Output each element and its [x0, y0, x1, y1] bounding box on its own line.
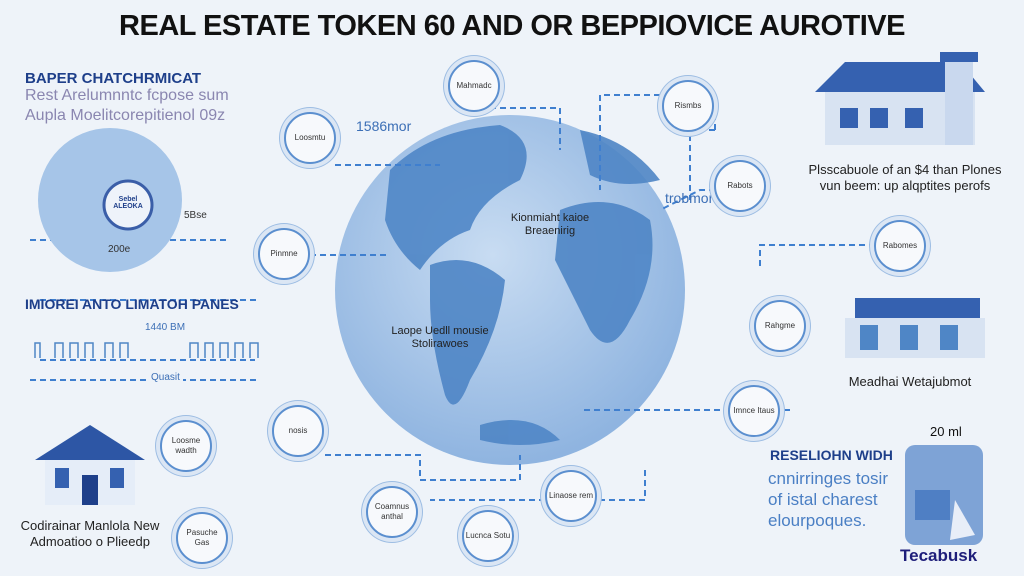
- left-top-heading: BAPER CHATCHRMICAT: [25, 70, 202, 87]
- right-bottom-heading: RESELIOHN WIDH: [770, 447, 893, 463]
- node[interactable]: Imnce Itaus: [728, 385, 780, 437]
- jar-label: 20 ml: [930, 424, 962, 439]
- mini-globe-badge: Sebel ALEOKA: [113, 196, 143, 210]
- bar-chart: [34, 342, 259, 358]
- house-illustration-bottom-left: [35, 425, 145, 505]
- jar-illustration: [905, 445, 983, 545]
- node[interactable]: Loosme wadth: [160, 420, 212, 472]
- left-top-line2: Aupla Moelitcorepitienol 09z: [25, 107, 226, 124]
- house-illustration-top: [815, 52, 985, 145]
- mini-globe-label-a: 5Bse: [184, 210, 207, 221]
- left-mid-heading: IMIOREI ANTO LIMATOH PANES: [25, 296, 239, 312]
- node[interactable]: Rahgme: [754, 300, 806, 352]
- node[interactable]: Pasuche Gas: [176, 512, 228, 564]
- right-bottom-text: cnnirringes tosir of istal charest elour…: [768, 469, 888, 530]
- node[interactable]: nosis: [272, 405, 324, 457]
- building-illustration-right: [845, 298, 985, 358]
- node[interactable]: Rabots: [714, 160, 766, 212]
- node[interactable]: Mahmadc: [448, 60, 500, 112]
- node[interactable]: Rabomes: [874, 220, 926, 272]
- left-bottom-caption: Codirainar Manlola New Admoatioo o Pliee…: [20, 518, 160, 549]
- bar-chart-bottom-label: Quasit: [148, 372, 183, 383]
- mini-globe-label-b: 200e: [108, 244, 131, 255]
- node[interactable]: Linaose rem: [545, 470, 597, 522]
- brand-name: Tecabusk: [900, 546, 978, 565]
- floating-label-a: 1586mor: [356, 118, 412, 134]
- node[interactable]: Rismbs: [662, 80, 714, 132]
- left-top-line1: Rest Arelumnntc fcpose sum: [25, 87, 229, 104]
- right-mid-caption: Meadhai Wetajubmot: [848, 374, 972, 389]
- bar-chart-top-label: 1440 BM: [142, 322, 189, 333]
- node[interactable]: Loosmtu: [284, 112, 336, 164]
- floating-label-b: trobmor: [665, 190, 714, 206]
- node[interactable]: Pinmne: [258, 228, 310, 280]
- node[interactable]: Lucnca Sotu: [462, 510, 514, 562]
- page-title: REAL ESTATE TOKEN 60 AND OR BEPPIOVICE A…: [119, 10, 905, 42]
- globe-continents: [385, 125, 660, 445]
- node[interactable]: Coamnus anthal: [366, 486, 418, 538]
